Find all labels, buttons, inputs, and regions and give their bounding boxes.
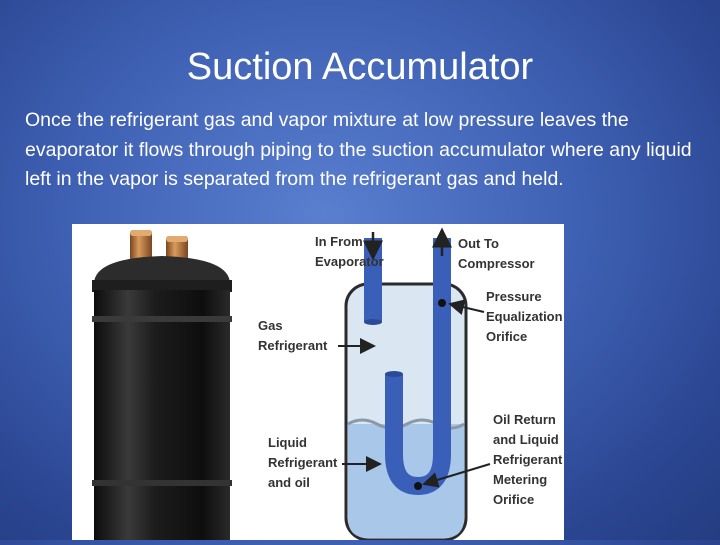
slide-body-text: Once the refrigerant gas and vapor mixtu… xyxy=(25,109,692,190)
accumulator-photo xyxy=(72,224,252,540)
label-gas-refrigerant: Gas Refrigerant xyxy=(258,318,328,353)
pressure-equalization-orifice-dot xyxy=(438,299,446,307)
label-out-to-compressor: Out To Compressor xyxy=(458,236,535,271)
accumulator-cutaway-diagram: In From Evaporator Out To Compressor Pre… xyxy=(252,224,564,542)
oil-return-orifice-dot xyxy=(414,482,422,490)
label-liquid-refrigerant-and-oil: Liquid Refrigerant and oil xyxy=(268,435,341,490)
label-in-from-evaporator: In From Evaporator xyxy=(315,234,384,269)
label-oil-return-metering-orifice: Oil Return and Liquid Refrigerant Meteri… xyxy=(493,412,564,507)
slide-title: Suction Accumulator xyxy=(186,46,534,88)
label-pressure-equalization-orifice: Pressure Equalization Orifice xyxy=(486,289,564,344)
